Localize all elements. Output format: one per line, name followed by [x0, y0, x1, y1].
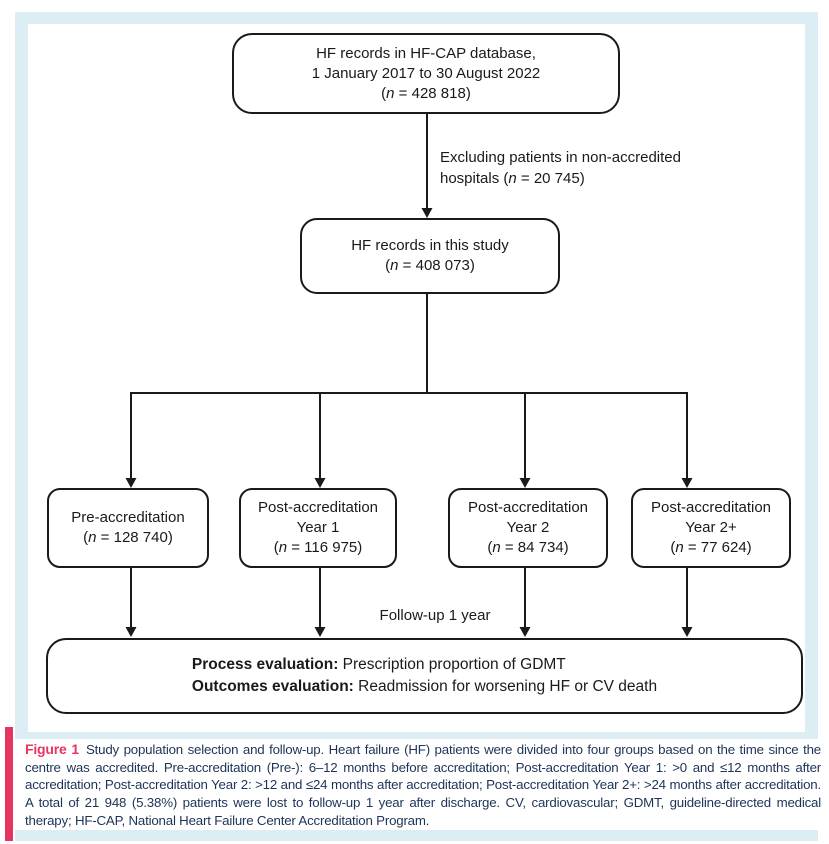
outcomes-evaluation-line: Outcomes evaluation: Readmission for wor…: [192, 676, 657, 698]
study-box: HF records in this study (n = 408 073): [300, 218, 560, 294]
n-symbol: n: [492, 539, 501, 556]
database-box: HF records in HF-CAP database, 1 January…: [232, 33, 620, 114]
n-symbol: n: [386, 84, 395, 102]
group-box-pre-accreditation: Pre-accreditation (n = 128 740): [47, 488, 209, 568]
n-value: = 428 818): [394, 84, 471, 102]
study-box-line1: HF records in this study: [351, 237, 509, 254]
group-name: Post-accreditation: [257, 499, 379, 516]
group-year: Year 2+: [685, 519, 737, 536]
database-box-line2: 1 January 2017 to 30 August 2022: [311, 64, 541, 82]
arrow-database-to-study: [421, 114, 433, 218]
n-symbol: n: [278, 539, 288, 556]
group-count: (n = 84 734): [487, 538, 568, 558]
exclusion-pre: hospitals (: [440, 170, 509, 187]
arrows-to-evaluation: [125, 568, 693, 637]
n-value: = 84 734): [500, 539, 569, 556]
database-box-count: (n = 428 818): [381, 84, 471, 104]
n-value: = 408 073): [398, 257, 475, 274]
n-symbol: n: [675, 539, 684, 556]
figure-caption-body: Study population selection and follow-up…: [25, 742, 822, 828]
n-value: = 77 624): [683, 539, 752, 556]
evaluation-box-content: Process evaluation: Prescription proport…: [192, 654, 657, 698]
exclusion-note-line1: Excluding patients in non-accredited: [440, 149, 681, 166]
n-open: (: [273, 539, 279, 556]
branch-lines: [130, 293, 688, 394]
n-open: (: [487, 539, 493, 556]
group-box-post-year1: Post-accreditation Year 1 (n = 116 975): [239, 488, 397, 568]
evaluation-box: Process evaluation: Prescription proport…: [46, 638, 803, 714]
group-count: (n = 128 740): [83, 528, 173, 548]
group-box-post-year2: Post-accreditation Year 2 (n = 84 734): [448, 488, 608, 568]
outcomes-evaluation-text: Readmission for worsening HF or CV death: [353, 678, 658, 695]
n-symbol: n: [390, 257, 399, 274]
n-symbol: n: [88, 529, 97, 546]
n-value: = 20 745): [516, 170, 585, 187]
n-open: (: [381, 84, 387, 102]
process-evaluation-line: Process evaluation: Prescription proport…: [192, 654, 657, 676]
n-open: (: [83, 529, 89, 546]
n-symbol: n: [508, 170, 517, 187]
group-count: (n = 77 624): [670, 538, 751, 558]
group-name: Pre-accreditation: [71, 509, 185, 526]
exclusion-note: Excluding patients in non-accredited hos…: [440, 147, 681, 189]
group-box-post-year2plus: Post-accreditation Year 2+ (n = 77 624): [631, 488, 791, 568]
arrows-to-groups: [125, 392, 693, 488]
n-value: = 116 975): [287, 539, 363, 556]
exclusion-note-line2: hospitals (n = 20 745): [440, 168, 681, 189]
database-box-line1: HF records in HF-CAP database,: [316, 44, 536, 62]
study-box-count: (n = 408 073): [385, 256, 475, 276]
group-name: Post-accreditation: [650, 499, 772, 516]
caption-bottom-rule: [15, 830, 818, 841]
group-year: Year 1: [296, 519, 340, 536]
group-name: Post-accreditation: [467, 499, 589, 516]
group-year: Year 2: [506, 519, 550, 536]
n-open: (: [385, 257, 391, 274]
figure-frame: [15, 12, 818, 739]
process-evaluation-label: Process evaluation:: [191, 656, 339, 673]
n-open: (: [670, 539, 676, 556]
outcomes-evaluation-label: Outcomes evaluation:: [191, 678, 354, 695]
process-evaluation-text: Prescription proportion of GDMT: [338, 656, 566, 673]
caption-accent-bar: [5, 727, 13, 841]
group-count: (n = 116 975): [274, 538, 363, 558]
followup-label: Follow-up 1 year: [379, 607, 491, 624]
figure-caption-label: Figure 1: [25, 741, 79, 757]
n-value: = 128 740): [96, 529, 173, 546]
